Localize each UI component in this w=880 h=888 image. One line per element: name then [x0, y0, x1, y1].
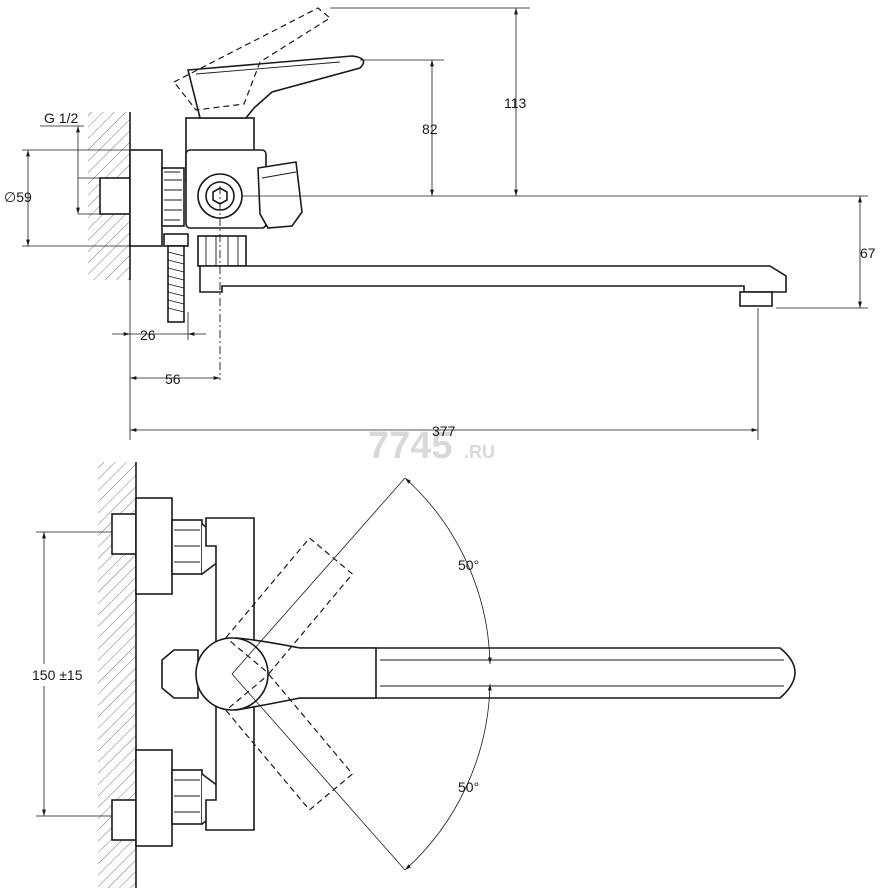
angle-arc-lower: [404, 683, 492, 871]
lever-rotated-up: [225, 537, 354, 675]
wall-pipe: [99, 177, 131, 215]
lower-eccentric: [171, 769, 203, 825]
dim-67: 67: [776, 196, 876, 309]
length-377-label: 377: [432, 423, 456, 439]
dim-113: 113: [330, 7, 530, 196]
offset-26-label: 26: [140, 327, 156, 343]
dim-377: 377: [130, 308, 759, 440]
diverter-knob: [257, 161, 303, 229]
shower-hose: [167, 245, 185, 323]
lever-handle: [186, 55, 365, 119]
flange: [129, 149, 163, 247]
height-113-label: 113: [504, 95, 527, 111]
lower-wall-pipe: [111, 799, 137, 841]
dim-diameter: ∅59: [4, 149, 130, 247]
angle-upper-label: 50°: [458, 557, 479, 573]
angle-arc-upper: [404, 477, 492, 665]
dim-56: 56: [130, 371, 220, 387]
eccentric-connector: [161, 167, 185, 227]
axis-line-upper: [231, 477, 406, 675]
diameter-label: ∅59: [4, 189, 32, 205]
dim-thread: G 1/2: [40, 110, 100, 215]
lever-rotated-down: [225, 673, 354, 811]
spout: [199, 265, 787, 293]
spout-top: [261, 647, 796, 699]
aerator: [739, 291, 773, 307]
side-view: G 1/2 ∅59 113 82 67: [4, 7, 876, 440]
spout-nut: [197, 235, 247, 267]
upper-wall-pipe: [111, 513, 137, 555]
diverter-cap: [161, 649, 199, 699]
watermark: 7745 .RU: [368, 425, 495, 467]
spacing-label: 150 ±15: [32, 667, 83, 683]
lever-raised-outline: [173, 7, 332, 111]
lever-top: [235, 637, 377, 711]
dim-82: 82: [360, 59, 444, 196]
axis-line-lower: [231, 673, 406, 871]
top-view: 50° 50° 150 ±15: [26, 462, 796, 888]
thread-label: G 1/2: [44, 110, 78, 126]
upper-flange: [135, 497, 173, 595]
hose-nut: [163, 233, 189, 247]
watermark-main: 7745: [368, 425, 453, 467]
angle-lower-label: 50°: [458, 779, 479, 795]
height-82-label: 82: [422, 121, 438, 137]
dim-150: 150 ±15: [26, 531, 112, 817]
watermark-suffix: .RU: [464, 442, 495, 462]
offset-56-label: 56: [165, 371, 181, 387]
upper-eccentric: [171, 519, 203, 575]
lower-flange: [135, 749, 173, 847]
height-67-label: 67: [860, 245, 876, 261]
dim-26: 26: [112, 280, 206, 440]
